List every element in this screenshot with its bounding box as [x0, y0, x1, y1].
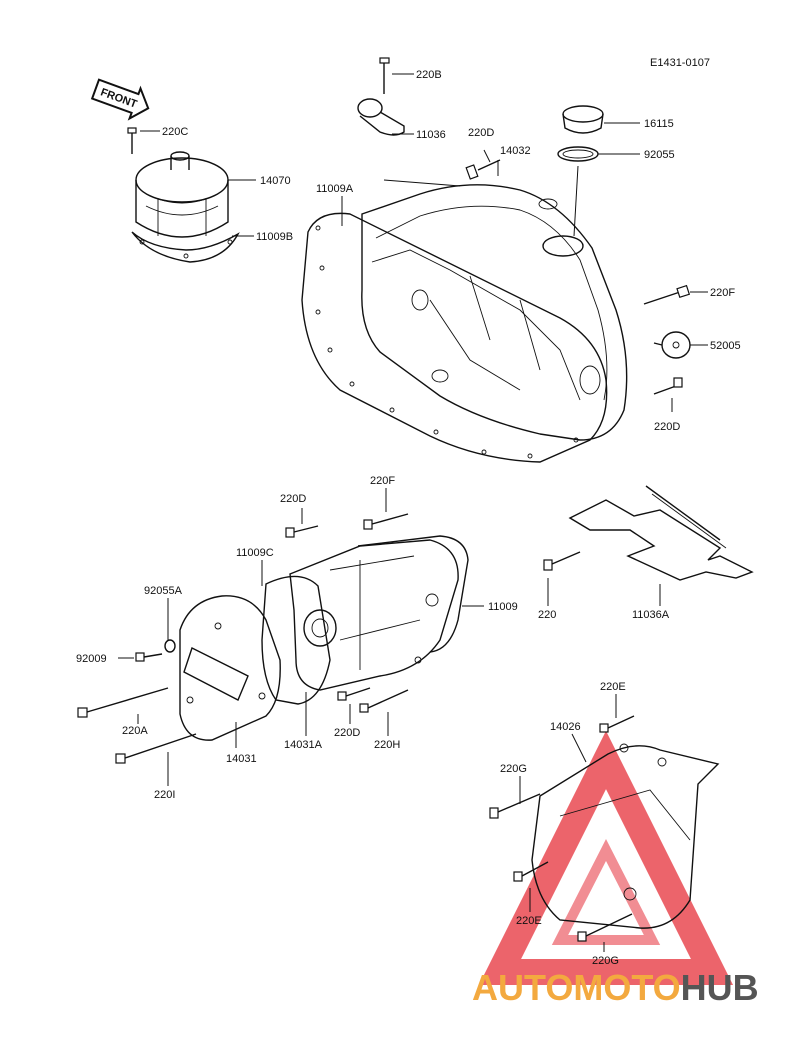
label-92055A: 92055A — [144, 585, 183, 597]
diagram-code: E1431-0107 — [650, 57, 710, 69]
watermark-part1: AUTOMOTO — [472, 967, 681, 1008]
sprocket-cover-14026 — [531, 743, 720, 929]
bolt-92009 — [135, 652, 163, 662]
label-220I: 220I — [154, 789, 175, 801]
label-220D-mid: 220D — [280, 493, 306, 505]
part-labels: 220B 220C 11036 220D 14032 16115 92055 1… — [76, 69, 741, 967]
label-220F-mid: 220F — [370, 475, 395, 487]
bolt-220E-top — [599, 715, 635, 733]
bolt-220D-top — [465, 159, 501, 180]
label-220H: 220H — [374, 739, 400, 751]
starter-cover-14031A — [289, 539, 459, 691]
label-220A: 220A — [122, 725, 148, 737]
gasket-11009C — [261, 575, 331, 705]
o-ring-92055 — [557, 146, 599, 162]
label-14070: 14070 — [260, 175, 291, 187]
label-220E-top: 220E — [600, 681, 626, 693]
label-220C: 220C — [162, 126, 188, 138]
bolt-220B — [379, 57, 390, 94]
bolt-220G-low — [577, 913, 633, 942]
label-14032: 14032 — [500, 145, 531, 157]
label-11009C: 11009C — [236, 547, 274, 559]
label-14031A: 14031A — [284, 739, 323, 751]
bolt-220 — [543, 551, 581, 571]
generator-cover-14031 — [179, 595, 281, 741]
bolt-220I — [115, 733, 197, 764]
watermark-triangle — [478, 730, 734, 985]
label-52005: 52005 — [710, 340, 741, 352]
cover-14070 — [135, 151, 229, 238]
bolt-220F-mid — [363, 513, 409, 530]
label-11036: 11036 — [416, 129, 446, 141]
watermark-part2: HUB — [681, 967, 759, 1008]
label-220D-low: 220D — [334, 727, 360, 739]
label-220G-low: 220G — [592, 955, 619, 967]
label-220G-left: 220G — [500, 763, 527, 775]
label-92009: 92009 — [76, 653, 107, 665]
label-220: 220 — [538, 609, 556, 621]
bracket-11036 — [357, 98, 405, 136]
label-14031: 14031 — [226, 753, 257, 765]
label-14026: 14026 — [550, 721, 581, 733]
watermark-triangle-inner — [551, 839, 661, 945]
oil-filler-cap-16115 — [562, 105, 604, 134]
gasket-11009 — [357, 535, 469, 653]
bolt-220A — [77, 687, 169, 718]
svg-text:AUTOMOTOHUB: AUTOMOTOHUB — [472, 967, 759, 1008]
label-11009A: 11009A — [316, 183, 354, 195]
plug-52005 — [653, 331, 691, 359]
plate-11036A — [568, 485, 754, 581]
bolt-220D-low — [337, 687, 371, 701]
label-220E-low: 220E — [516, 915, 542, 927]
label-92055: 92055 — [644, 149, 675, 161]
leader-lines — [118, 73, 708, 952]
washer-92055A — [164, 639, 176, 653]
label-11009: 11009 — [488, 601, 518, 613]
watermark-text: AUTOMOTOHUB — [472, 967, 759, 1008]
gasket-11009B — [131, 231, 240, 263]
front-arrow: FRONT — [90, 78, 150, 121]
watermark-logo — [478, 730, 734, 985]
bolt-220G-left — [489, 793, 541, 819]
label-220F-right: 220F — [710, 287, 735, 299]
clutch-cover-14032 — [361, 184, 628, 441]
label-11036A: 11036A — [632, 609, 670, 621]
label-220D-right: 220D — [654, 421, 680, 433]
label-220D-top: 220D — [468, 127, 494, 139]
gasket-11009A — [301, 212, 608, 463]
bolt-220D-right — [653, 377, 683, 395]
bolt-220H — [359, 689, 409, 713]
bolt-220E-low — [513, 861, 549, 882]
label-16115: 16115 — [644, 118, 674, 130]
bolt-220D-mid — [285, 525, 319, 538]
label-220B: 220B — [416, 69, 442, 81]
label-11009B: 11009B — [256, 231, 293, 243]
bolt-220C — [127, 127, 137, 154]
bolt-220F-right — [643, 284, 691, 305]
